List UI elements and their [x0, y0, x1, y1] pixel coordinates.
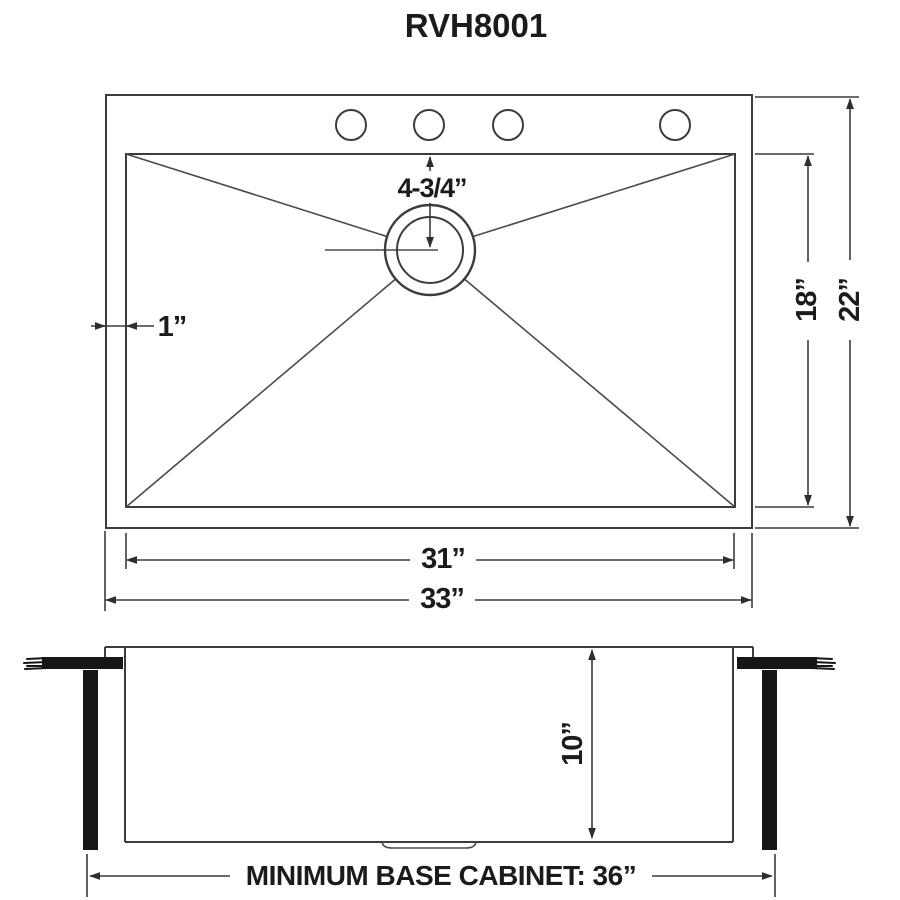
top-view: 4-3/4” 1” 18” 22”: [91, 94, 866, 615]
faucet-hole-4: [659, 109, 691, 141]
dimension-basin-width: 31”: [125, 533, 735, 575]
dimension-basin-front-to-back: 18”: [791, 155, 823, 506]
dim-label-overall-front-to-back: 22”: [834, 278, 866, 322]
dim-label-basin-width: 31”: [421, 543, 465, 575]
faucet-hole-3: [492, 109, 524, 141]
extension-lines-right: [755, 96, 859, 529]
dim-label-base-cabinet: MINIMUM BASE CABINET: 36”: [246, 860, 636, 891]
dimension-rim-width: 1”: [91, 311, 187, 343]
faucet-hole-2: [413, 109, 445, 141]
dimension-overall-front-to-back: 22”: [834, 98, 866, 527]
dim-label-overall-width: 33”: [420, 583, 464, 615]
side-view: 10” MINIMUM BASE CABINET: 36”: [23, 646, 836, 897]
basin-slope-lines: [125, 153, 736, 508]
dim-label-drain-to-back: 4-3/4”: [397, 173, 466, 203]
dim-label-basin-front-to-back: 18”: [791, 278, 823, 322]
countertop-right: [737, 657, 817, 669]
dim-label-rim-width: 1”: [158, 311, 187, 343]
drain-fitting: [381, 841, 477, 849]
page-title: RVH8001: [405, 7, 548, 44]
cabinet-wall-right: [762, 670, 777, 850]
dimension-drain-to-back: 4-3/4”: [390, 156, 472, 248]
faucet-hole-1: [335, 109, 367, 141]
sink-outer-rim: [105, 94, 753, 529]
cabinet-wall-left: [83, 670, 98, 850]
sink-body-section: [104, 646, 754, 849]
countertop-left: [42, 657, 123, 669]
dimension-overall-width: 33”: [104, 531, 753, 615]
countertop-break-left: [23, 657, 49, 670]
dimension-bowl-depth: 10”: [557, 649, 596, 839]
sink-basin: [125, 153, 736, 508]
dimension-base-cabinet: MINIMUM BASE CABINET: 36”: [86, 854, 776, 897]
dim-label-bowl-depth: 10”: [557, 722, 589, 766]
countertop-break-right: [810, 657, 836, 670]
